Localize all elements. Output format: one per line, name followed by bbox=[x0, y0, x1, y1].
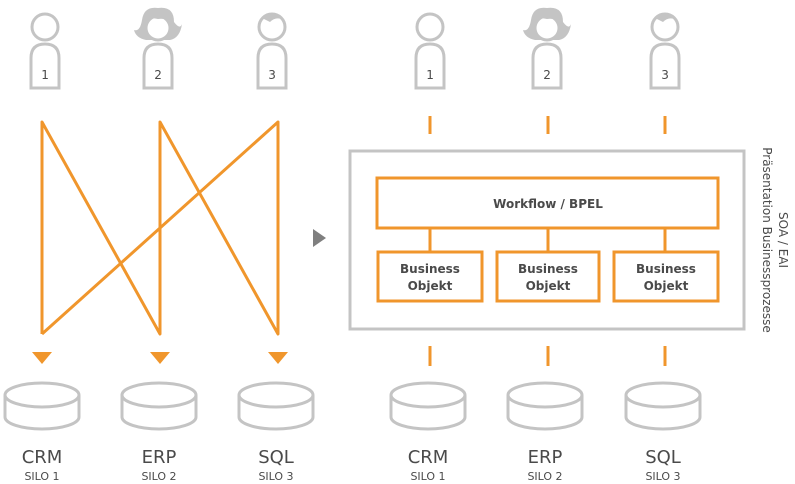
silo-name: ERP bbox=[528, 447, 563, 468]
female-user-icon: 2 bbox=[134, 7, 182, 90]
silo-name: CRM bbox=[22, 447, 63, 468]
silo-label: SILO 2 bbox=[141, 470, 176, 483]
silo-label: SILO 1 bbox=[410, 470, 445, 483]
down-arrow-icon bbox=[32, 352, 52, 364]
bottom-connectors bbox=[428, 346, 667, 366]
business-object-line2: Objekt bbox=[644, 279, 689, 293]
male-user-icon: 3 bbox=[649, 12, 681, 90]
silo-label: SILO 3 bbox=[645, 470, 680, 483]
user-number: 1 bbox=[426, 68, 434, 82]
business-object-box: Business Objekt bbox=[376, 250, 484, 303]
business-object-line2: Objekt bbox=[526, 279, 571, 293]
workflow-box bbox=[375, 176, 720, 230]
female-user-icon: 2 bbox=[523, 7, 571, 90]
database-icon: CRM SILO 1 bbox=[389, 381, 467, 483]
user-number: 3 bbox=[268, 68, 276, 82]
business-object-line1: Business bbox=[636, 262, 696, 276]
connection-path bbox=[40, 120, 280, 336]
soa-side-label: SOA / EAI Präsentation Businessprozesse bbox=[760, 147, 790, 333]
male-user-icon: 3 bbox=[256, 12, 288, 90]
database-icon: ERP SILO 2 bbox=[506, 381, 584, 483]
business-object-line1: Business bbox=[518, 262, 578, 276]
user-number: 2 bbox=[154, 68, 162, 82]
workflow-connectors bbox=[428, 228, 667, 252]
side-label-line1: SOA / EAI bbox=[776, 212, 790, 268]
silo-label: SILO 1 bbox=[24, 470, 59, 483]
male-user-icon: 1 bbox=[29, 12, 61, 90]
silo-name: SQL bbox=[645, 447, 681, 468]
business-object-line1: Business bbox=[400, 262, 460, 276]
silo-name: ERP bbox=[142, 447, 177, 468]
database-icon: SQL SILO 3 bbox=[624, 381, 702, 483]
user-number: 2 bbox=[543, 68, 551, 82]
down-arrow-icon bbox=[268, 352, 288, 364]
right-user-group: 1 2 3 bbox=[414, 7, 681, 90]
top-connectors bbox=[428, 116, 667, 134]
silo-label: SILO 2 bbox=[527, 470, 562, 483]
silo-name: CRM bbox=[408, 447, 449, 468]
database-icon: ERP SILO 2 bbox=[120, 381, 198, 483]
database-icon: CRM SILO 1 bbox=[3, 381, 81, 483]
transition-arrow-icon bbox=[313, 229, 326, 247]
male-user-icon: 1 bbox=[414, 12, 446, 90]
down-arrow-icon bbox=[150, 352, 170, 364]
workflow-label: Workflow / BPEL bbox=[493, 197, 603, 211]
point-to-point-connections bbox=[40, 120, 280, 336]
user-number: 3 bbox=[661, 68, 669, 82]
database-icon: SQL SILO 3 bbox=[237, 381, 315, 483]
right-silo-group: CRM SILO 1 ERP SILO 2 SQL SILO 3 bbox=[389, 381, 702, 483]
down-arrows bbox=[32, 352, 288, 364]
business-object-line2: Objekt bbox=[408, 279, 453, 293]
silo-label: SILO 3 bbox=[258, 470, 293, 483]
business-object-box: Business Objekt bbox=[612, 250, 720, 303]
user-number: 1 bbox=[41, 68, 49, 82]
business-object-box: Business Objekt bbox=[495, 250, 601, 303]
side-label-line2: Präsentation Businessprozesse bbox=[760, 147, 774, 333]
left-silo-group: CRM SILO 1 ERP SILO 2 SQL SILO 3 bbox=[3, 381, 315, 483]
silo-name: SQL bbox=[258, 447, 294, 468]
left-user-group: 1 2 3 bbox=[29, 7, 288, 90]
